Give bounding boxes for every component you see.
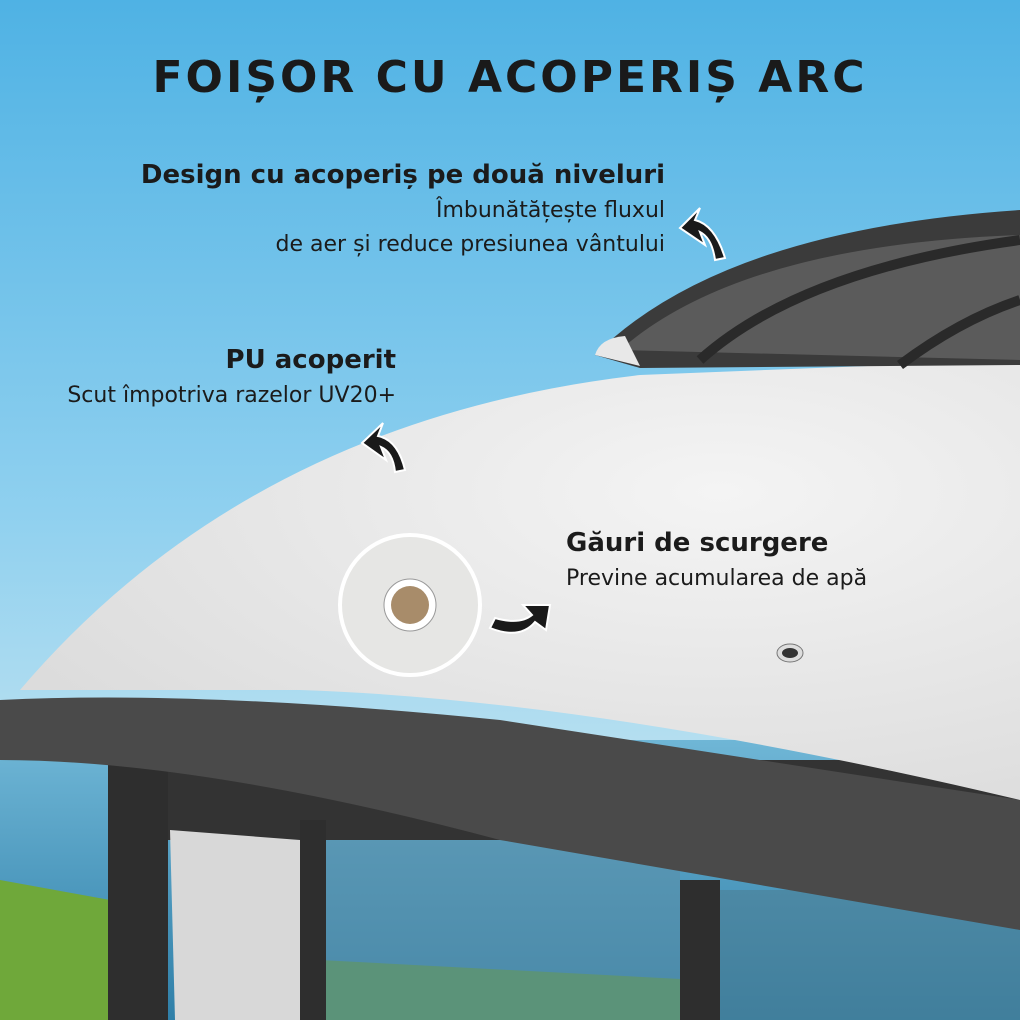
- curtain: [170, 830, 300, 1020]
- grass: [0, 880, 110, 1020]
- feature-heading: Găuri de scurgere: [566, 528, 829, 558]
- feature-text: de aer și reduce presiunea vântului: [275, 232, 665, 257]
- feature-heading: Design cu acoperiș pe două niveluri: [140, 160, 665, 190]
- page-title: FOIȘOR CU ACOPERIȘ ARC: [152, 52, 868, 103]
- feature-heading: PU acoperit: [225, 345, 396, 375]
- feature-two-level-roof: Design cu acoperiș pe două niveluri Îmbu…: [141, 160, 665, 262]
- drain-hole-closeup: [338, 533, 482, 677]
- canopy-rim: [0, 697, 1020, 930]
- feature-drain-holes: Găuri de scurgere Previne acumularea de …: [566, 528, 867, 596]
- feature-text: Îmbunătățește fluxul: [435, 198, 665, 223]
- curved-arrow-icon: [678, 207, 727, 262]
- feature-text: Previne acumularea de apă: [566, 566, 868, 591]
- curved-arrow-icon: [488, 604, 552, 634]
- pu-coated-canopy: [20, 360, 1020, 800]
- feature-text: Scut împotriva razelor UV20+: [67, 383, 396, 408]
- curved-arrow-icon: [360, 422, 407, 474]
- feature-pu-coated: PU acoperit Scut împotriva razelor UV20+: [44, 345, 396, 413]
